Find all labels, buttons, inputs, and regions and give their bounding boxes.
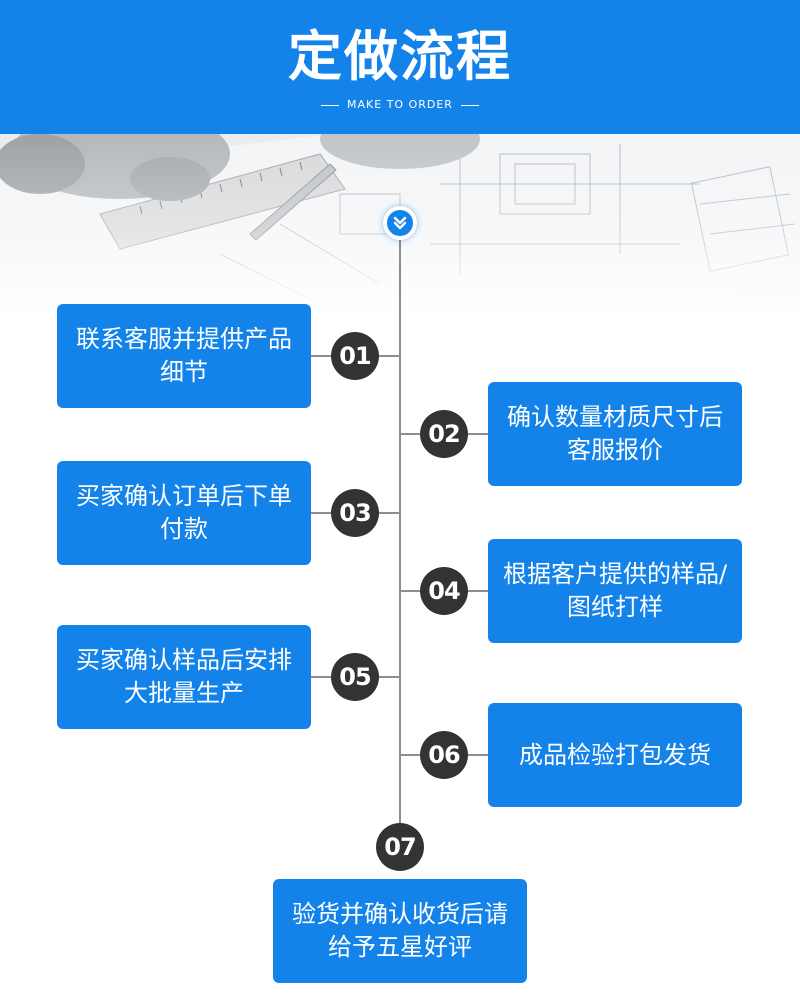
step-4-box: 根据客户提供的样品/图纸打样 <box>488 539 742 643</box>
step-3-text: 买家确认订单后下单付款 <box>76 482 292 543</box>
subtitle-left-dash <box>321 104 340 106</box>
step-7-text: 验货并确认收货后请给予五星好评 <box>292 900 508 961</box>
step-5-box: 买家确认样品后安排大批量生产 <box>57 625 311 729</box>
step-1-text: 联系客服并提供产品细节 <box>76 325 292 386</box>
step-6-box: 成品检验打包发货 <box>488 703 742 807</box>
step-1-box: 联系客服并提供产品细节 <box>57 304 311 408</box>
step-3-box: 买家确认订单后下单付款 <box>57 461 311 565</box>
step-5-number: 05 <box>331 653 379 701</box>
step-7-number: 07 <box>376 823 424 871</box>
step-7-box: 验货并确认收货后请给予五星好评 <box>273 879 527 983</box>
step-1-number: 01 <box>331 332 379 380</box>
page-title: 定做流程 <box>288 25 512 88</box>
step-2-text: 确认数量材质尺寸后客服报价 <box>507 403 723 464</box>
step-4-number: 04 <box>420 567 468 615</box>
subtitle: MAKE TO ORDER <box>0 98 800 112</box>
step-5-text: 买家确认样品后安排大批量生产 <box>76 646 292 707</box>
timeline-line <box>399 236 401 830</box>
subtitle-text: MAKE TO ORDER <box>347 98 453 111</box>
step-2-number: 02 <box>420 410 468 458</box>
double-chevron-down-icon <box>393 216 407 230</box>
timeline-top-marker <box>383 206 417 240</box>
step-2-box: 确认数量材质尺寸后客服报价 <box>488 382 742 486</box>
step-6-number: 06 <box>420 731 468 779</box>
step-4-text: 根据客户提供的样品/图纸打样 <box>502 560 728 621</box>
step-6-text: 成品检验打包发货 <box>519 740 711 769</box>
subtitle-right-dash <box>460 104 479 106</box>
header-bar: 定做流程 MAKE TO ORDER <box>0 0 800 134</box>
step-3-number: 03 <box>331 489 379 537</box>
